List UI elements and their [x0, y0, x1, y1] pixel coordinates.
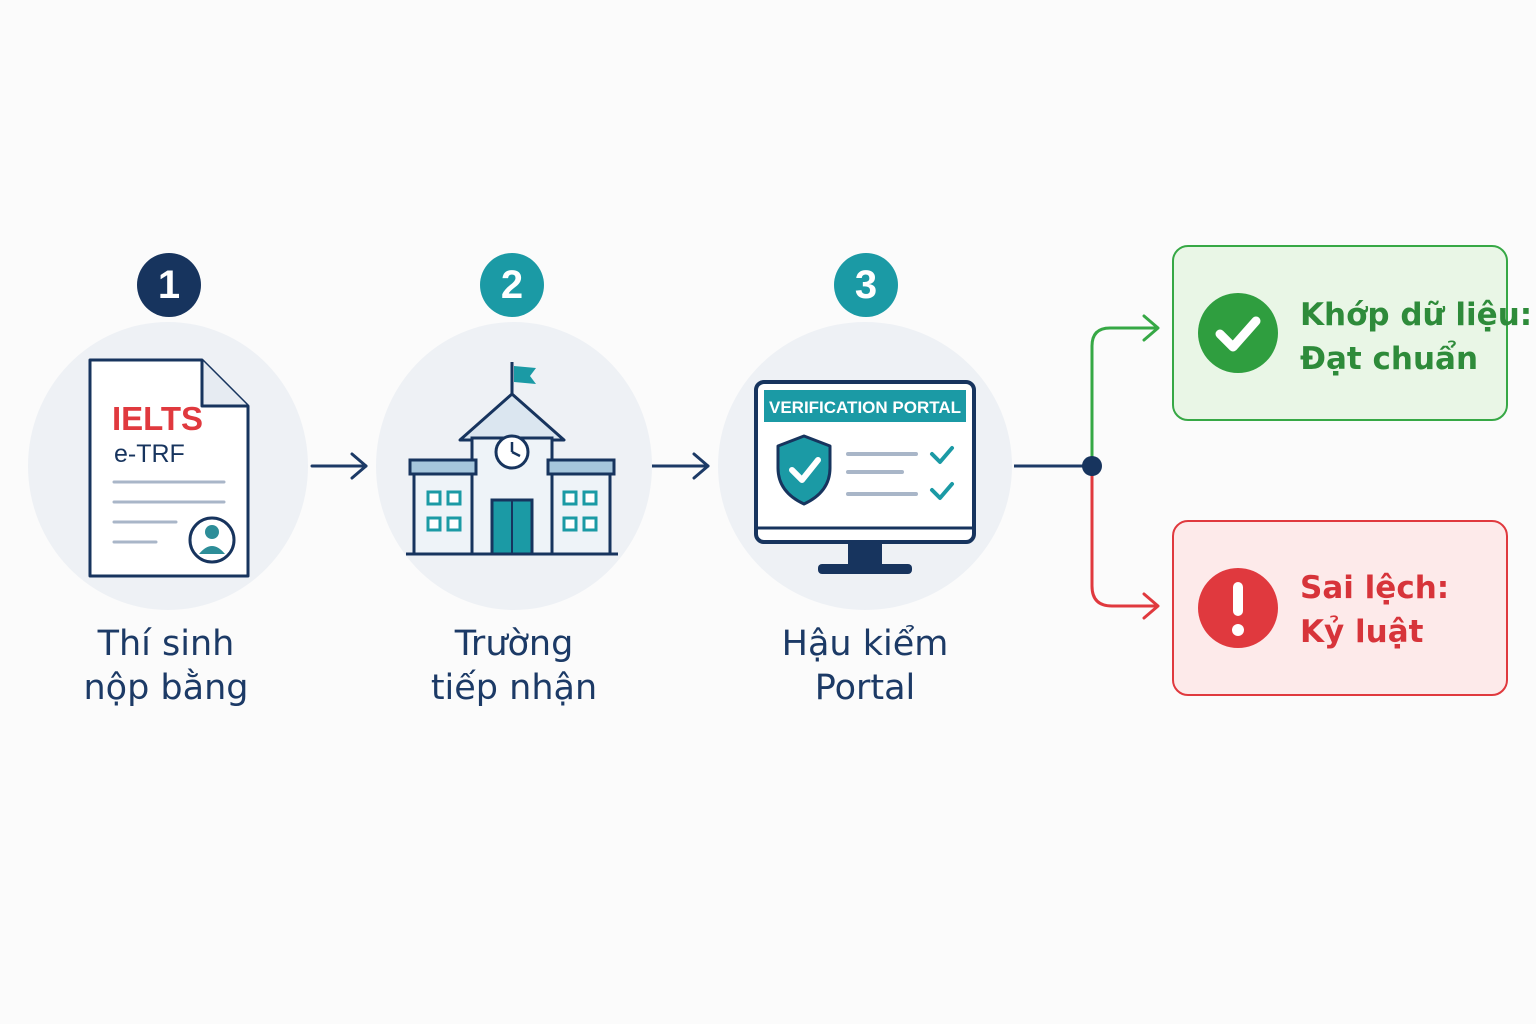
branch-node — [1082, 456, 1102, 476]
portal-header: VERIFICATION PORTAL — [769, 398, 961, 417]
step-1-label-line2: nộp bằng — [83, 668, 249, 708]
step-3-label: Hậu kiểm Portal — [715, 622, 1015, 710]
success-outcome-box: Khớp dữ liệu: Đạt chuẩn — [1172, 245, 1532, 421]
step-2-badge: 2 — [480, 253, 544, 317]
success-outcome-text: Khớp dữ liệu: Đạt chuẩn — [1300, 293, 1532, 381]
step-2-label-line2: tiếp nhận — [430, 668, 598, 708]
step-2-label-line1: Trường — [454, 624, 574, 664]
failure-line1: Sai lệch: — [1300, 570, 1450, 606]
step-1-badge: 1 — [137, 253, 201, 317]
document-title: IELTS — [112, 400, 203, 437]
arrow-step2-step3 — [650, 452, 710, 480]
success-line1: Khớp dữ liệu: — [1300, 297, 1533, 333]
failure-line2: Kỷ luật — [1300, 614, 1424, 650]
success-line2: Đạt chuẩn — [1300, 341, 1479, 377]
exclamation-circle-icon — [1198, 568, 1278, 648]
check-circle-icon — [1198, 293, 1278, 373]
failure-outcome-box: Sai lệch: Kỷ luật — [1172, 520, 1508, 696]
arrow-step1-step2 — [310, 452, 368, 480]
verification-monitor-icon: VERIFICATION PORTAL — [754, 380, 976, 574]
school-building-icon — [406, 362, 618, 556]
failure-outcome-text: Sai lệch: Kỷ luật — [1300, 566, 1449, 654]
step-3-label-line2: Portal — [814, 668, 916, 708]
document-subtitle: e-TRF — [114, 440, 185, 468]
success-branch — [1090, 326, 1156, 466]
certificate-document-icon: IELTS e-TRF — [88, 358, 250, 578]
step-3-badge: 3 — [834, 253, 898, 317]
step-2-label: Trường tiếp nhận — [364, 622, 664, 710]
failure-branch — [1090, 466, 1156, 608]
step-1-label-line1: Thí sinh — [97, 624, 235, 664]
step-1-label: Thí sinh nộp bằng — [16, 622, 316, 710]
step-3-label-line1: Hậu kiểm — [781, 624, 949, 664]
